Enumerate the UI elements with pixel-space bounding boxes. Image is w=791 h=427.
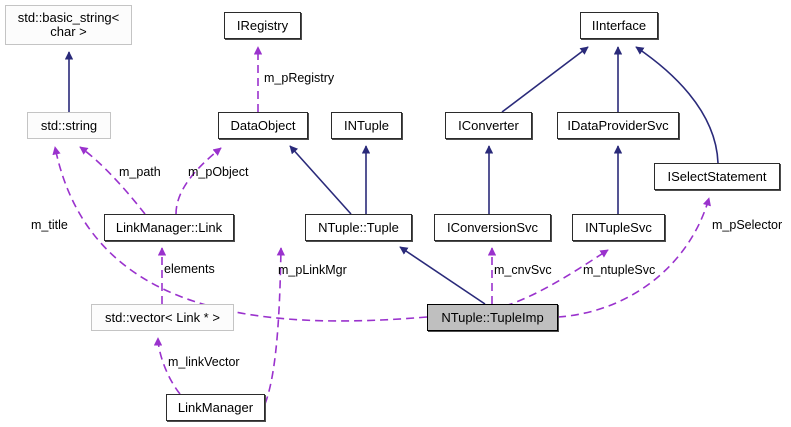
- node-iconversionsvc[interactable]: IConversionSvc: [434, 214, 551, 241]
- node-iconverter[interactable]: IConverter: [445, 112, 532, 139]
- node-idataprovidersvc[interactable]: IDataProviderSvc: [557, 112, 679, 139]
- edge-assoc-tupleimp-m_ntupleSvc-intuplesvc: [504, 249, 609, 307]
- node-linkmanager[interactable]: LinkManager: [166, 394, 265, 421]
- node-iregistry[interactable]: IRegistry: [224, 12, 301, 39]
- edge-label-m-pobject: m_pObject: [188, 165, 249, 179]
- edge-inherit-tupleimp-to-ntupletuple: [399, 246, 486, 305]
- edge-inherit-iselectstmt-to-iinterface: [635, 46, 719, 164]
- node-dataobject[interactable]: DataObject: [218, 112, 308, 139]
- edge-label-m-pregistry: m_pRegistry: [264, 71, 335, 85]
- association-edges: [52, 46, 711, 405]
- node-std-vector-link-ptr[interactable]: std::vector< Link * >: [91, 304, 234, 331]
- node-std-string[interactable]: std::string: [27, 112, 111, 139]
- edge-assoc-lmlink-m_path-stdstring: [79, 146, 146, 215]
- edge-assoc-linkmanager-m_linkVector-vectorlink: [153, 337, 181, 395]
- inheritance-edges: [64, 46, 719, 305]
- edge-label-m-path: m_path: [119, 165, 161, 179]
- node-iinterface[interactable]: IInterface: [580, 12, 658, 39]
- edge-assoc-tupleimp-m_pSelector-iselectstmt: [557, 197, 711, 318]
- edge-label-m-cnvsvc: m_cnvSvc: [494, 263, 552, 277]
- edge-assoc-lmlink-m_pObject-dataobject: [175, 147, 222, 215]
- edge-inherit-iconverter-to-iinterface: [501, 46, 589, 113]
- edge-assoc-tupleimp-m_pLinkMgr-linkmanager: [264, 247, 286, 405]
- edge-label-elements: elements: [164, 262, 215, 276]
- edge-label-m-pselector: m_pSelector: [712, 218, 783, 232]
- node-ntuple-tupleimp[interactable]: NTuple::TupleImp: [427, 304, 558, 331]
- edge-inherit-ntupletuple-to-dataobject: [289, 145, 352, 215]
- node-linkmanager-link[interactable]: LinkManager::Link: [104, 214, 234, 241]
- node-iselectstatement[interactable]: ISelectStatement: [654, 163, 780, 190]
- node-intuple[interactable]: INTuple: [331, 112, 402, 139]
- edge-label-m-plinkmgr: m_pLinkMgr: [278, 263, 347, 277]
- node-std-basic-string[interactable]: std::basic_string< char >: [5, 5, 132, 45]
- edge-label-m-linkvector: m_linkVector: [168, 355, 240, 369]
- node-intuplesvc[interactable]: INTupleSvc: [572, 214, 665, 241]
- edge-assoc-tupleimp-m_title-stdstring: [52, 146, 428, 322]
- edge-label-m-ntuplesvc: m_ntupleSvc: [583, 263, 656, 277]
- edge-label-m-title: m_title: [31, 218, 68, 232]
- node-ntuple-tuple[interactable]: NTuple::Tuple: [305, 214, 412, 241]
